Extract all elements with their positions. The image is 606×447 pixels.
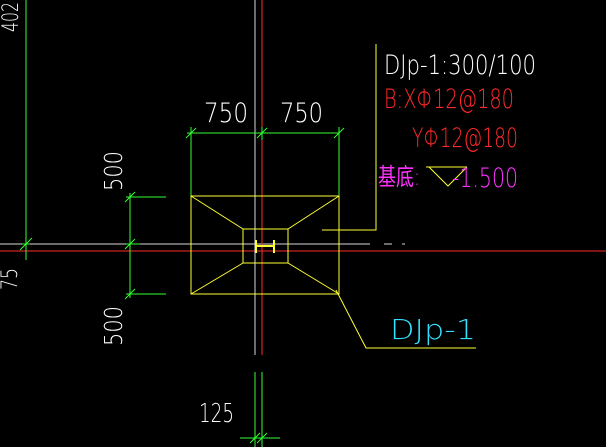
dim-text-edge-mid-left: 75 <box>0 268 23 290</box>
footing-base-rect <box>190 195 340 295</box>
rebar-x-text[interactable]: B:XΦ12@180 <box>384 84 514 115</box>
slope-line-bl <box>190 262 244 295</box>
bottom-dim-tick-right <box>256 432 268 444</box>
base-label-text: 基底: <box>378 163 420 191</box>
dim-text-bottom: 125 <box>199 399 234 429</box>
dim-text-top-right: 750 <box>280 98 323 129</box>
footing-tag-text[interactable]: DJp-1 <box>390 313 476 346</box>
top-dim-tick-right <box>333 127 345 139</box>
bottom-dim-tick-left <box>249 432 261 444</box>
base-level-text[interactable]: -1.500 <box>452 163 518 194</box>
left-dim-tick-mid <box>124 238 136 250</box>
rebar-y-text[interactable]: YΦ12@180 <box>412 123 518 154</box>
dim-text-edge-top-left: 402 <box>0 2 24 32</box>
spec-leader <box>322 44 377 231</box>
top-dim-tick-left <box>185 127 197 139</box>
dim-text-top-left: 750 <box>204 98 248 129</box>
dim-text-left-upper: 500 <box>99 151 128 191</box>
axis-lines <box>0 0 606 355</box>
dimension-lines <box>19 0 345 447</box>
tag-leader <box>335 289 476 349</box>
dim-text-left-lower: 500 <box>99 306 128 346</box>
footing-spec-text[interactable]: DJp-1:300/100 <box>384 50 536 81</box>
top-dim-tick-mid <box>256 127 268 139</box>
slope-line-tl <box>190 195 244 230</box>
leader-lines <box>322 44 476 349</box>
left-dim-tick-bottom <box>124 288 136 300</box>
i-beam-column-icon <box>255 240 275 253</box>
footing-pedestal-rect <box>242 228 289 264</box>
triangle-elevation-icon <box>426 166 468 187</box>
footing-outline[interactable] <box>190 195 340 295</box>
left-dim-tick-top <box>124 191 136 203</box>
slope-line-tr <box>287 195 340 230</box>
slope-line-br <box>287 262 340 295</box>
